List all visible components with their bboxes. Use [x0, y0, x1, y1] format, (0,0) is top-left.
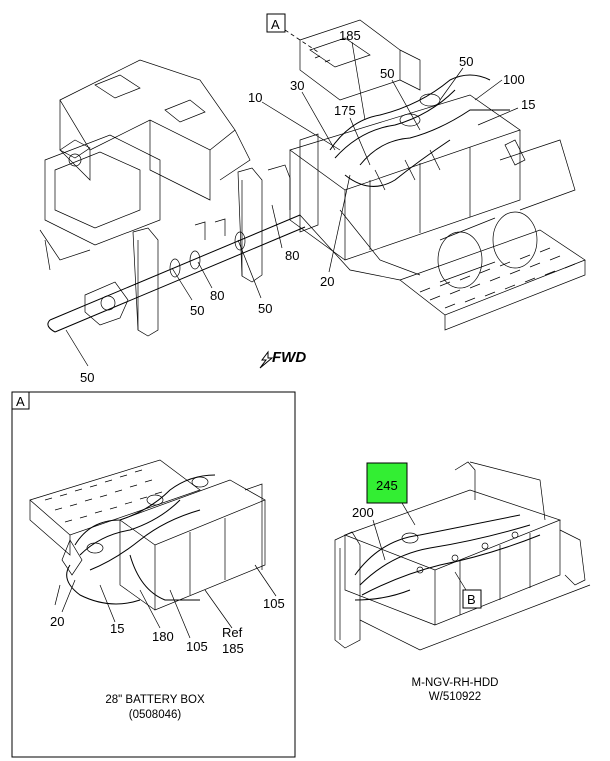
callout-185: 185	[339, 28, 361, 43]
callout-50-b: 50	[459, 54, 473, 69]
detail-a-caption-1: 28" BATTERY BOX	[105, 694, 205, 706]
battery-cables	[329, 74, 526, 191]
callout-20: 20	[320, 274, 334, 289]
detail-a-callout-20: 20	[50, 614, 64, 629]
frame-rail	[39, 59, 251, 271]
drive-shaft	[47, 214, 306, 333]
callout-50-e: 50	[80, 370, 94, 385]
callout-80-b: 80	[210, 288, 224, 303]
detail-a-callout-ref: Ref	[222, 625, 243, 640]
callout-80-a: 80	[285, 248, 299, 263]
part-highlight-label: 245	[376, 478, 398, 493]
detail-ref-letter: A	[271, 17, 280, 32]
detail-b-view: 245 200 B M-NGV-RH-HDD W/5109	[334, 461, 591, 703]
callout-10: 10	[248, 90, 262, 105]
detail-a-callout-105-b: 105	[263, 596, 285, 611]
detail-a-caption-2: (0508046)	[129, 709, 182, 721]
callout-30: 30	[290, 78, 304, 93]
detail-a-callout-105-a: 105	[186, 639, 208, 654]
upper-frame	[299, 19, 421, 101]
callout-100: 100	[503, 72, 525, 87]
detail-b-caption-2: W/510922	[429, 691, 481, 703]
detail-ref-box	[266, 13, 286, 33]
detail-a-panel: A 20 15 180 105 Ref 1	[11, 391, 296, 758]
callout-50-c: 50	[190, 303, 204, 318]
detail-a-callout-15: 15	[110, 621, 124, 636]
main-view: A	[39, 13, 586, 385]
callout-50-a: 50	[380, 66, 394, 81]
mounting-brackets	[132, 164, 291, 337]
detail-a-callout-185: 185	[222, 641, 244, 656]
detail-b-caption-1: M-NGV-RH-HDD	[412, 677, 499, 689]
detail-a-letter: A	[16, 394, 25, 409]
view-b-ref-box	[462, 589, 482, 609]
detail-b-callout-200: 200	[352, 505, 374, 520]
fwd-label: FWD	[272, 349, 306, 366]
forward-arrow-icon: FWD	[259, 349, 306, 369]
view-b-ref-letter: B	[467, 592, 476, 607]
callout-50-d: 50	[258, 301, 272, 316]
battery-box	[289, 94, 586, 331]
part-highlight-box	[366, 462, 408, 504]
callout-175: 175	[334, 103, 356, 118]
callout-15: 15	[521, 97, 535, 112]
detail-a-callout-180: 180	[152, 629, 174, 644]
